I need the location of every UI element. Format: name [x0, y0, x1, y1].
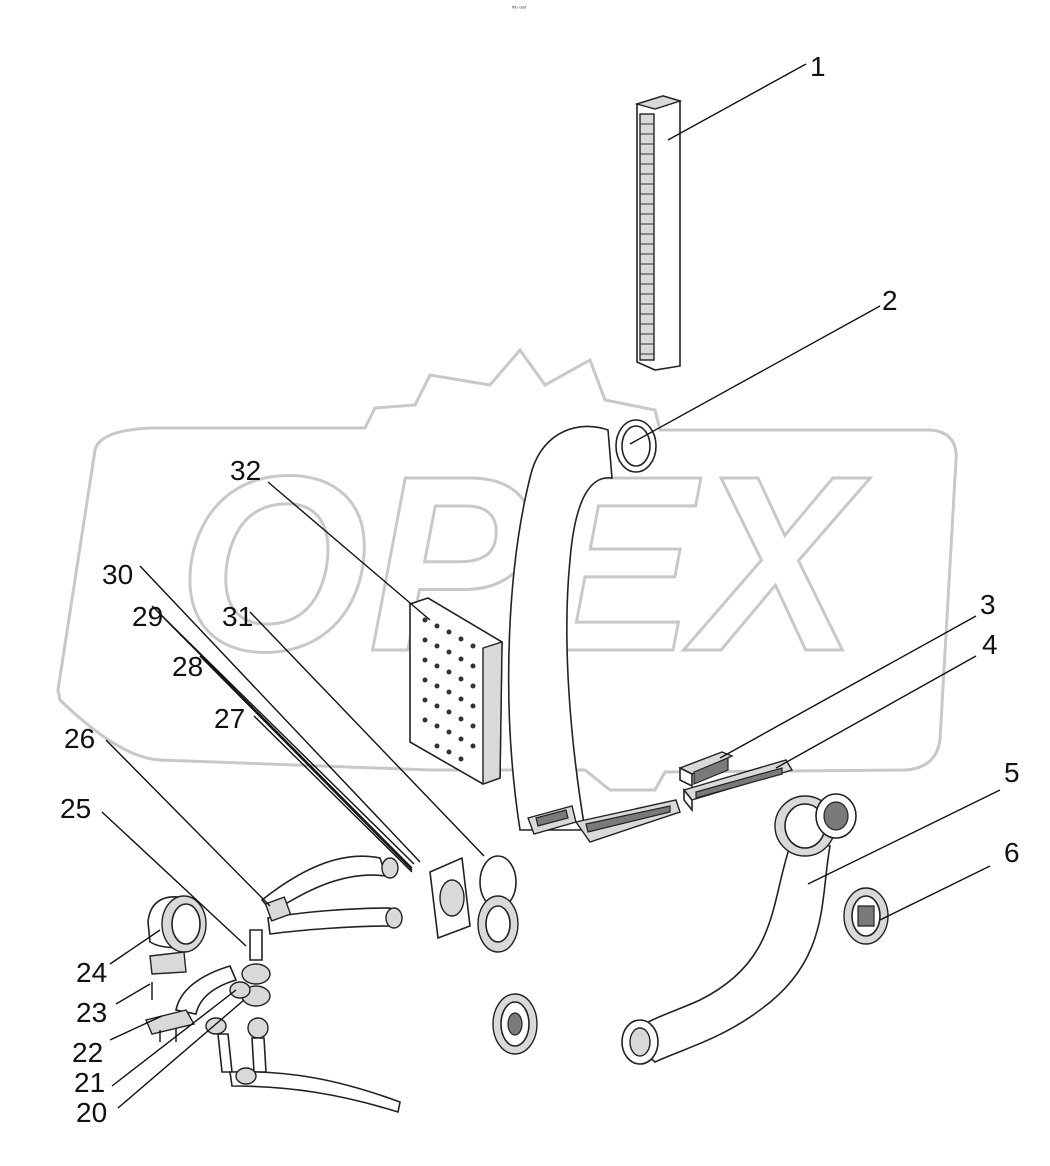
part-2-duct-clamp	[507, 419, 657, 831]
callout-26: 26	[64, 723, 95, 754]
callout-31: 31	[222, 601, 253, 632]
callout-22: 22	[72, 1037, 103, 1068]
flange-and-nozzle	[429, 855, 519, 953]
part-24-elbow	[147, 895, 207, 975]
hose-assembly-left	[175, 855, 403, 1114]
callout-25: 25	[60, 793, 91, 824]
callout-4: 4	[982, 629, 998, 660]
callout-6: 6	[1004, 837, 1020, 868]
callout-21: 21	[74, 1067, 105, 1098]
callout-3: 3	[980, 589, 996, 620]
callout-24: 24	[76, 957, 107, 988]
callout-30: 30	[102, 559, 133, 590]
callout-2: 2	[882, 285, 898, 316]
part-3-small-vent	[678, 751, 734, 788]
callout-23: 23	[76, 997, 107, 1028]
leader-lines	[101, 63, 1001, 1109]
loose-round-nozzle	[492, 993, 538, 1055]
watermark-logo: OPEX	[56, 347, 958, 792]
callout-27: 27	[214, 703, 245, 734]
part-22-23-bracket	[145, 982, 196, 1042]
part-1-vertical-grille	[634, 95, 683, 371]
part-6-round-nozzle	[843, 887, 889, 945]
part-5-curved-hose	[621, 793, 857, 1065]
callout-labels: 1 2 3 4 5 6 32 30 29 31 28 27 26 25 24 2…	[60, 51, 1020, 1128]
callout-32: 32	[230, 455, 261, 486]
callout-5: 5	[1004, 757, 1020, 788]
header-mark: ᵐᵒ ᵒᵒᵒ	[512, 6, 527, 12]
callout-28: 28	[172, 651, 203, 682]
callout-1: 1	[810, 51, 826, 82]
part-4-long-vent	[682, 759, 794, 813]
center-vent-pair	[527, 799, 681, 843]
callout-29: 29	[132, 601, 163, 632]
callout-20: 20	[76, 1097, 107, 1128]
part-32-perforated-panel	[409, 597, 503, 785]
